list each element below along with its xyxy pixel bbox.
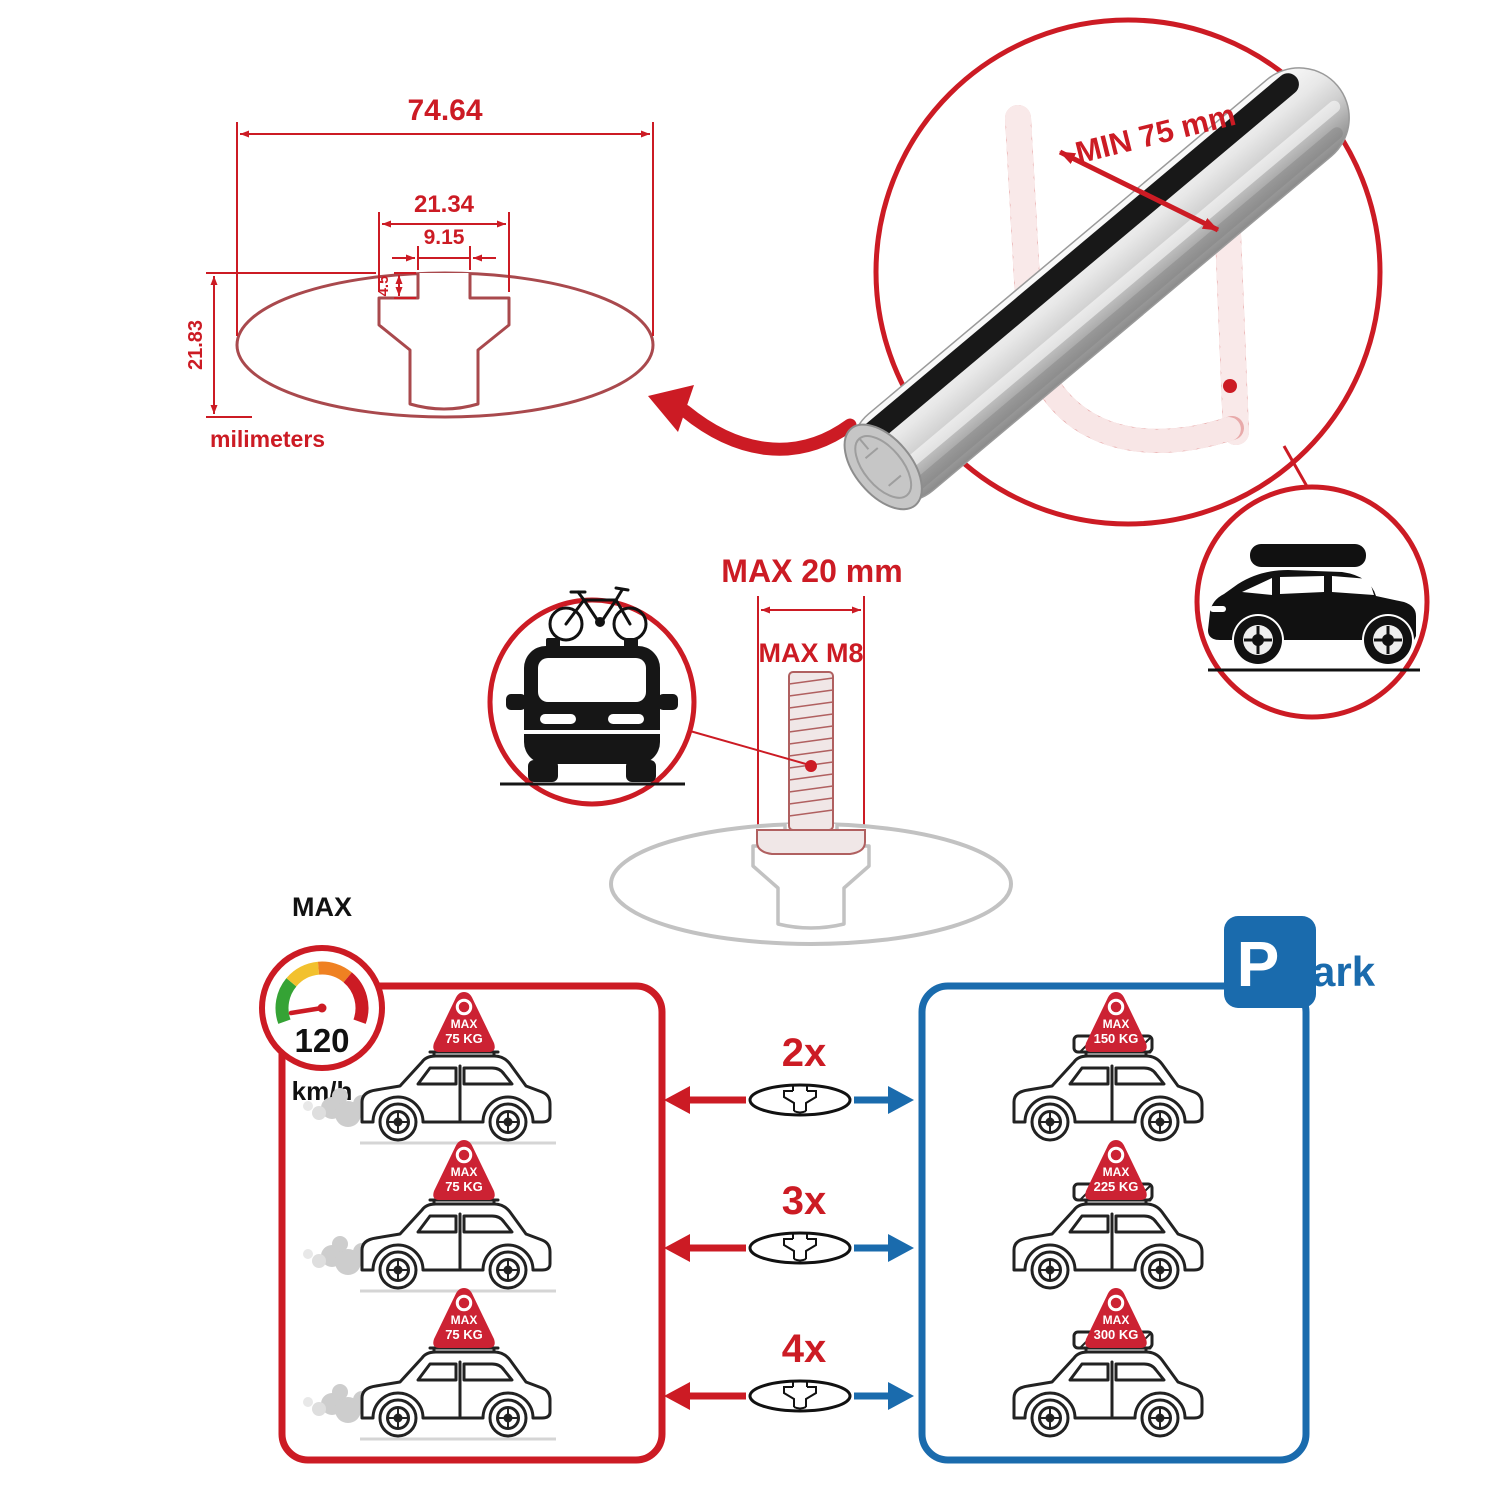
flag-line2: 75 KG — [445, 1327, 483, 1342]
min-span-arrow — [1058, 149, 1220, 233]
windshield — [538, 658, 646, 702]
park-sign-suffix: ark — [1312, 948, 1376, 995]
red-arrow-head — [664, 1382, 690, 1410]
suv-roofbox-illustration — [1194, 484, 1430, 720]
dim-channel-width — [378, 212, 510, 292]
flag-line2: 225 KG — [1094, 1179, 1139, 1194]
roofbox-icon — [1250, 544, 1366, 567]
cross-section-dimension-drawing: 74.64 21.34 9.15 4.5 21.83 milimeters — [185, 94, 655, 452]
detail-dot — [1223, 379, 1237, 393]
dim-profile-height — [206, 272, 376, 418]
dim-slot-opening — [392, 246, 496, 270]
crossbar-icon — [748, 1231, 852, 1265]
load-flag-drive-1: MAX 75 KG — [431, 990, 497, 1054]
flag-line1: MAX — [1103, 1017, 1130, 1031]
dim-slot-opening-value: 9.15 — [424, 226, 465, 249]
park-sign: P ark — [1224, 916, 1376, 1008]
red-arrow-head — [664, 1086, 690, 1114]
blue-arrow-head — [888, 1086, 914, 1114]
profile-t-slot — [377, 273, 511, 411]
parked-car-row-2: MAX 225 KG — [1012, 1138, 1204, 1290]
multiplier-label: 3x — [782, 1179, 827, 1223]
bolt-spec-callout: MAX 20 mm MAX M8 — [487, 553, 1013, 946]
dim-total-width-value: 74.64 — [407, 94, 482, 127]
car-front-illustration — [500, 638, 685, 786]
comparison-row-3: 4x — [664, 1327, 914, 1413]
load-flag-park-1: MAX 150 KG — [1083, 990, 1149, 1054]
speed-value: 120 — [294, 1022, 349, 1059]
load-flag-park-3: MAX 300 KG — [1083, 1286, 1149, 1350]
crossbar-icon — [748, 1083, 852, 1117]
parked-car-row-1: MAX 150 KG — [1012, 990, 1204, 1142]
callout-connector — [1282, 445, 1311, 491]
max-width-dim — [757, 596, 865, 856]
flag-line1: MAX — [1103, 1313, 1130, 1327]
bolt-threads — [788, 677, 834, 817]
crossbar-icon — [748, 1379, 852, 1413]
units-label: milimeters — [210, 426, 325, 452]
load-flag-drive-3: MAX 75 KG — [431, 1286, 497, 1350]
bolt-dot — [805, 760, 817, 772]
blue-arrow-head — [888, 1382, 914, 1410]
dim-total-width — [236, 122, 654, 336]
crossbar-detail-callout: MIN 75 mm — [843, 17, 1430, 720]
flag-line2: 300 KG — [1094, 1327, 1139, 1342]
dim-lip-depth — [394, 272, 416, 299]
flag-line1: MAX — [451, 1017, 478, 1031]
load-flag-park-2: MAX 225 KG — [1083, 1138, 1149, 1202]
load-flag-drive-2: MAX 75 KG — [431, 1138, 497, 1202]
flag-line1: MAX — [451, 1313, 478, 1327]
parked-car-row-3: MAX 300 KG — [1012, 1286, 1204, 1438]
gauge-arc — [275, 961, 369, 1024]
flag-line2: 75 KG — [445, 1031, 483, 1046]
headlight-right — [608, 714, 644, 724]
flag-line2: 150 KG — [1094, 1031, 1139, 1046]
comparison-row-1: 2x — [664, 1031, 914, 1117]
red-arrow-head — [664, 1234, 690, 1262]
bolt-flange — [756, 829, 866, 855]
dim-lip-depth-value: 4.5 — [375, 276, 392, 297]
multiplier-label: 4x — [782, 1327, 827, 1371]
pointer-arrow-to-drawing — [648, 385, 857, 456]
gauge-needle — [288, 1005, 325, 1016]
bar-end-cap — [843, 423, 923, 511]
speed-limit-gauge: MAX 120 km/h — [259, 892, 385, 1106]
load-comparison: P ark MAX 120 km/h 2x 3x 4x — [259, 892, 1376, 1464]
driving-car-row-3: MAX 75 KG — [303, 1286, 556, 1441]
flag-line1: MAX — [451, 1165, 478, 1179]
speed-max-heading: MAX — [292, 892, 352, 922]
park-sign-letter: P — [1237, 928, 1280, 1000]
headlight-left — [540, 714, 576, 724]
comparison-row-2: 3x — [664, 1179, 914, 1265]
park-sign-square — [1224, 916, 1316, 1008]
car-front-callout — [487, 586, 697, 807]
max-thread-label: MAX M8 — [758, 638, 863, 668]
flag-line1: MAX — [1103, 1165, 1130, 1179]
blue-arrow-head — [888, 1234, 914, 1262]
flag-line2: 75 KG — [445, 1179, 483, 1194]
dim-channel-width-value: 21.34 — [414, 191, 475, 218]
max-width-label: MAX 20 mm — [721, 553, 902, 589]
threaded-bolt — [756, 671, 866, 855]
bolt-leader-line — [689, 730, 807, 765]
dim-profile-height-value: 21.83 — [185, 320, 207, 370]
multiplier-label: 2x — [782, 1031, 827, 1075]
